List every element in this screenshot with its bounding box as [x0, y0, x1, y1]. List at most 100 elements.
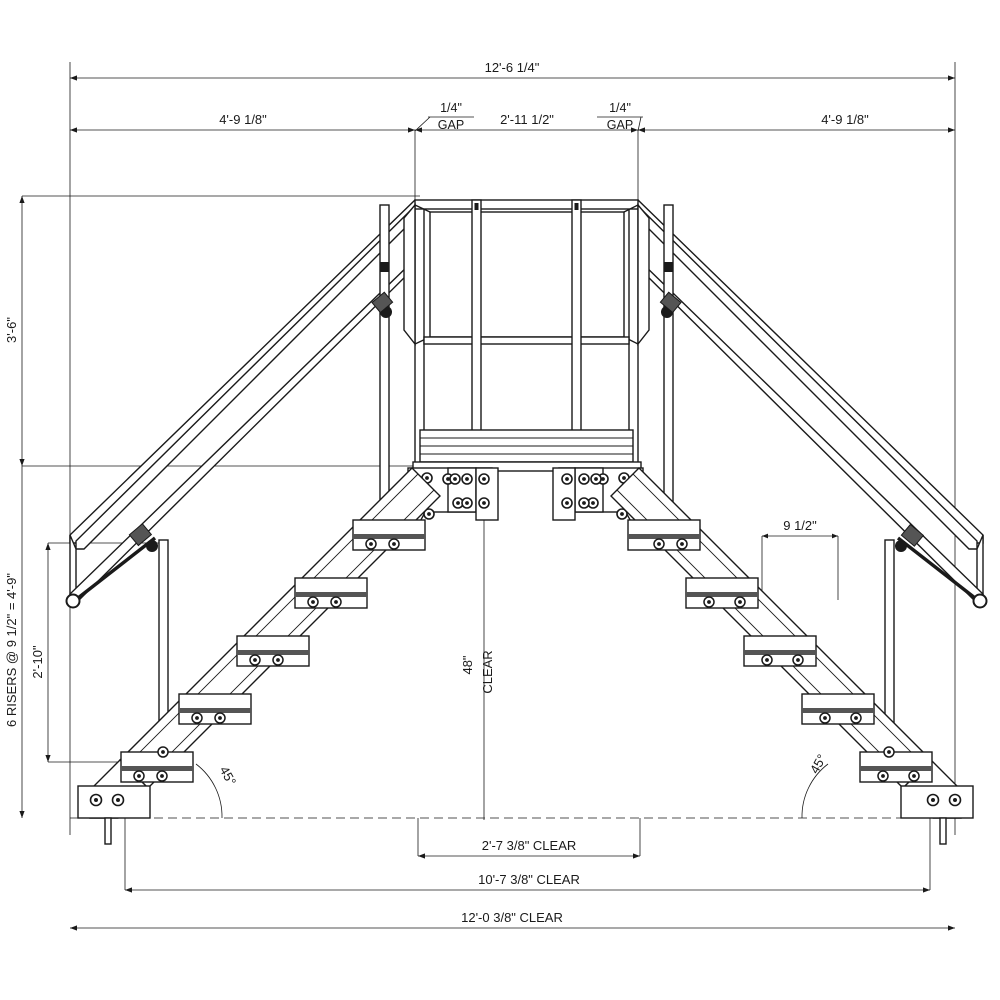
dim-inner-clear-label: 2'-7 3/8" CLEAR: [482, 838, 577, 853]
arrow-36-top: [19, 196, 25, 203]
bolt-r4-core: [601, 477, 605, 481]
inner-post-1-cap: [474, 203, 479, 210]
tread-left-1: [352, 519, 426, 551]
right-rail-splice-fitting: [900, 523, 925, 547]
dim-right-run-label: 4'-9 1/8": [821, 112, 869, 127]
bolt-r5-core: [594, 477, 598, 481]
gap-left-value: 1/4": [440, 101, 462, 115]
platform-post-right: [628, 204, 639, 468]
bolt-r3-core: [622, 476, 626, 480]
left-baluster-base-bolt-core: [161, 750, 165, 754]
left-handrail-assembly: [65, 199, 422, 773]
platform-top-rail: [414, 199, 639, 210]
bolt-r8-core: [582, 501, 586, 505]
platform-guard-panel: [429, 211, 625, 338]
right-rail-return-ring: [972, 593, 988, 609]
inner-post-2-cap: [574, 203, 579, 210]
arrow-tread-left: [762, 533, 768, 539]
arrow-run-right-in: [638, 127, 645, 133]
angle-arc-right: [801, 763, 829, 819]
tread-left-5: [120, 751, 194, 783]
left-tread-group: [120, 519, 426, 783]
dim-handrail-height-label: 3'-6": [4, 317, 19, 343]
left-rail-bolt-node: [146, 540, 158, 552]
arrow-plat-right: [631, 127, 638, 133]
arrow-riser-bottom: [19, 811, 25, 818]
platform-gusset-right: [637, 203, 650, 347]
right-handrail-assembly: [631, 199, 988, 773]
right-base-bolt-2-core: [953, 798, 957, 802]
right-tread-group: [627, 519, 933, 783]
bolt-l5-core: [453, 477, 457, 481]
arrow-overall-left: [70, 75, 77, 81]
gap-left-label: GAP: [438, 118, 464, 132]
gap-right-label: GAP: [607, 118, 633, 132]
bolt-l7-core: [465, 477, 469, 481]
tread-right-2: [685, 577, 759, 609]
dim-left-run-label: 4'-9 1/8": [219, 112, 267, 127]
left-baluster-splice: [371, 291, 394, 314]
dim-platform-width-label: 2'-11 1/2": [500, 112, 554, 127]
dim-outer-clear-label: 12'-0 3/8" CLEAR: [461, 910, 563, 925]
left-baluster-inner: [379, 204, 390, 536]
right-baluster-fitting: [664, 262, 673, 272]
platform-inner-post-1: [471, 199, 482, 468]
arrow-tread-right: [832, 533, 838, 539]
arrow-inner-left: [418, 853, 425, 859]
right-baluster-base-bolt-core: [887, 750, 891, 754]
dim-overall-top-label: 12'-6 1/4": [485, 60, 540, 75]
platform-support-beam: [412, 461, 642, 472]
arrow-midrail-bottom: [45, 755, 51, 762]
arrow-plat-left: [415, 127, 422, 133]
bolt-l6-core: [456, 501, 460, 505]
gap-right-value: 1/4": [609, 101, 631, 115]
arrow-overall-right: [948, 75, 955, 81]
tread-left-4: [178, 693, 252, 725]
left-lower-diag-bar: [76, 536, 157, 600]
platform-gusset-left: [403, 203, 416, 347]
right-baluster-splice: [659, 291, 682, 314]
arrow-outer-left: [70, 925, 77, 931]
left-base-bolt-1-core: [94, 798, 98, 802]
right-rail-bolt-node: [895, 540, 907, 552]
dim-risers-note: 6 RISERS @ 9 1/2" = 4'-9": [4, 573, 19, 727]
gap-left-leader: [414, 116, 431, 132]
arrow-run-right-out: [948, 127, 955, 133]
tread-left-2: [294, 577, 368, 609]
bolt-l2-core: [427, 512, 431, 516]
tread-right-1: [627, 519, 701, 551]
gap-right-leader: [637, 116, 642, 132]
platform-post-left: [414, 204, 425, 468]
dim-middle-clear-label: 10'-7 3/8" CLEAR: [478, 872, 580, 887]
platform-inner-post-2: [571, 199, 582, 468]
right-baluster-inner: [663, 204, 674, 536]
left-rail-return-ring: [65, 593, 81, 609]
bolt-l10-core: [482, 501, 486, 505]
arrow-run-left-in: [408, 127, 415, 133]
guard-miter-tr: [623, 204, 639, 213]
arrow-midrail-top: [45, 543, 51, 550]
bolt-r6-core: [591, 501, 595, 505]
arrow-36-bottom: [19, 459, 25, 466]
tread-right-3: [743, 635, 817, 667]
arrow-middle-right: [923, 887, 930, 893]
platform-guardrail-frame: [403, 199, 650, 468]
bolt-l3-core: [425, 476, 429, 480]
structure-layer: [65, 199, 988, 845]
bolt-l9-core: [482, 477, 486, 481]
left-rail-splice-fitting: [128, 523, 153, 547]
right-base-bolt-1-core: [931, 798, 935, 802]
dim-tread-run-label: 9 1/2": [783, 518, 817, 533]
left-base-bolt-2-core: [116, 798, 120, 802]
arrow-outer-right: [948, 925, 955, 931]
bolt-r7-core: [582, 477, 586, 481]
arrow-run-left-out: [70, 127, 77, 133]
dim-clear-height-label: CLEAR: [480, 650, 495, 693]
left-anchor-bolt: [104, 817, 112, 845]
platform-grating: [412, 429, 642, 472]
bolt-l8-core: [465, 501, 469, 505]
tread-right-4: [801, 693, 875, 725]
dim-midrail-height-label: 2'-10": [30, 645, 45, 679]
